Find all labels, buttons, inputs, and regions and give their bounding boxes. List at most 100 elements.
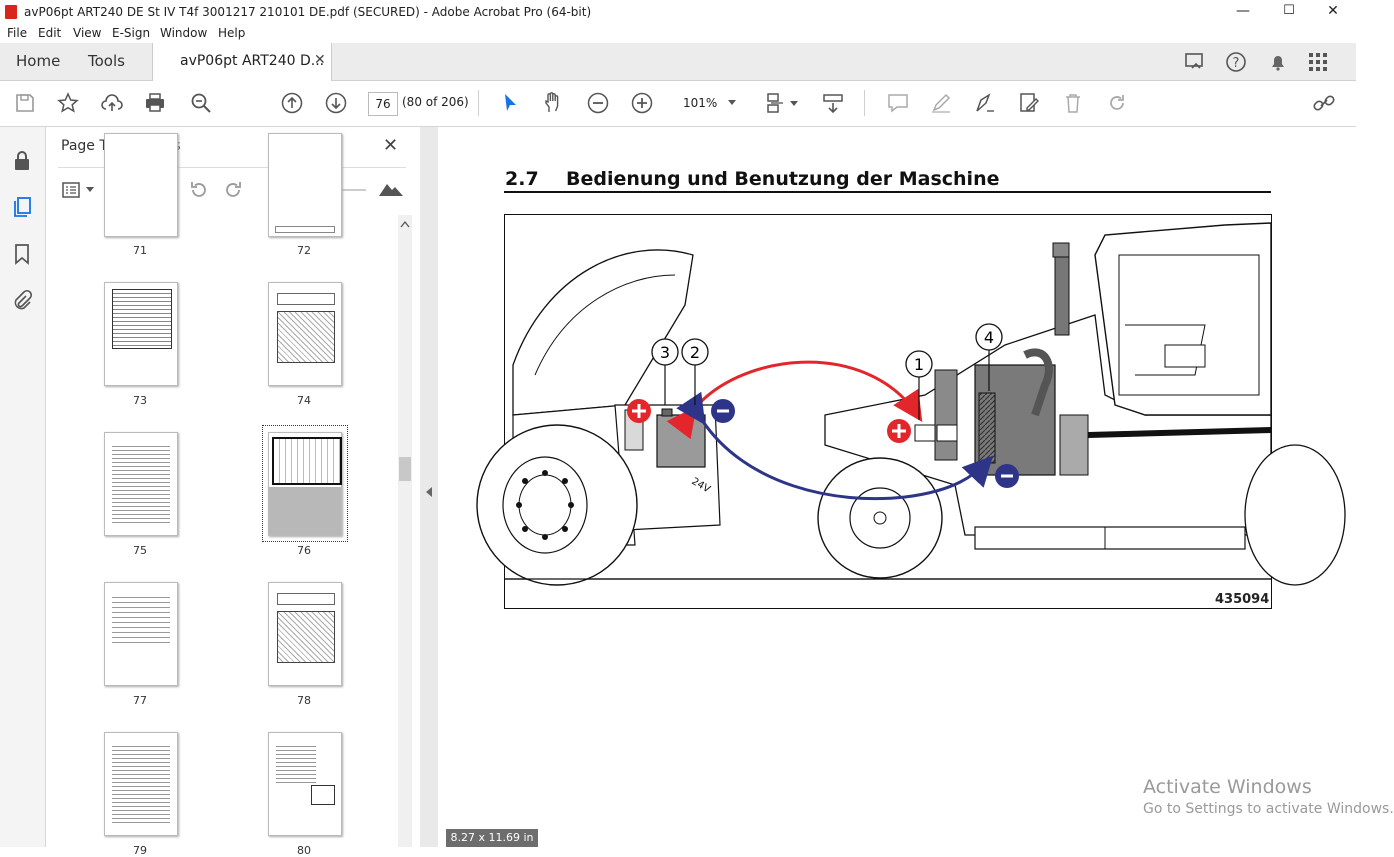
- machine-illustration: 24V: [476, 222, 1346, 586]
- thumbnail-page-74[interactable]: [268, 282, 342, 386]
- attachments-paperclip-icon[interactable]: [10, 288, 34, 312]
- close-tab-icon[interactable]: ✕: [314, 52, 326, 68]
- jump-start-figure: 24V: [476, 214, 1346, 609]
- menu-file[interactable]: File: [7, 26, 28, 40]
- heading-rule: [504, 191, 1271, 193]
- page-thumbnails-panel: Page Thumbnails ✕ 71 72 73 74 75: [46, 127, 421, 857]
- maximize-button[interactable]: ☐: [1283, 3, 1295, 18]
- help-icon[interactable]: ?: [1224, 50, 1248, 74]
- thumbnail-selection: [262, 425, 348, 542]
- highlight-pen-icon[interactable]: [929, 91, 953, 115]
- zoom-in-icon[interactable]: [630, 91, 654, 115]
- positive-terminal-right: [887, 419, 911, 443]
- zoom-level-value: 101%: [683, 96, 718, 110]
- zoom-level-select[interactable]: 101%: [678, 92, 742, 114]
- redo-rotate-icon[interactable]: [1105, 91, 1129, 115]
- scrollbar-thumb[interactable]: [399, 457, 411, 481]
- thumbnail-page-78[interactable]: [268, 582, 342, 686]
- minimize-button[interactable]: —: [1236, 3, 1250, 19]
- share-link-icon[interactable]: [1312, 91, 1336, 115]
- thumbnail-label: 79: [133, 844, 147, 857]
- thumbnail-page-79[interactable]: [104, 732, 178, 836]
- next-page-icon[interactable]: [324, 91, 348, 115]
- thumbnail-page-72[interactable]: [268, 133, 342, 237]
- menu-esign[interactable]: E-Sign: [112, 26, 151, 40]
- thumbnails-scrollbar[interactable]: [398, 215, 412, 847]
- menu-window[interactable]: Window: [160, 26, 208, 40]
- menu-view[interactable]: View: [73, 26, 102, 40]
- thumbnail-label: 73: [133, 394, 147, 407]
- bookmark-star-icon[interactable]: [56, 91, 80, 115]
- thumbnail-label: 76: [297, 544, 311, 557]
- previous-page-icon[interactable]: [280, 91, 304, 115]
- thumbnail-page-77[interactable]: [104, 582, 178, 686]
- page-number-input[interactable]: 76: [368, 92, 398, 116]
- lock-icon[interactable]: [10, 149, 34, 173]
- tab-document[interactable]: avP06pt ART240 D... ✕: [152, 43, 332, 81]
- thumbnail-label: 75: [133, 544, 147, 557]
- left-icon-rail: [0, 127, 46, 847]
- tab-document-label: avP06pt ART240 D...: [180, 53, 325, 69]
- page-display-icon[interactable]: [764, 91, 788, 115]
- bookmarks-icon[interactable]: [10, 242, 34, 266]
- sign-pen-icon[interactable]: [973, 91, 997, 115]
- hand-tool-icon[interactable]: [541, 91, 565, 115]
- tab-home[interactable]: Home: [16, 52, 61, 70]
- svg-text:?: ?: [1233, 56, 1240, 71]
- tab-tools[interactable]: Tools: [88, 52, 125, 70]
- figure-number: 435094: [1215, 592, 1270, 607]
- collapse-arrow-icon[interactable]: [425, 487, 433, 497]
- menu-edit[interactable]: Edit: [38, 26, 62, 40]
- thumbnail-page-76-current[interactable]: [268, 432, 342, 536]
- print-icon[interactable]: [143, 91, 167, 115]
- thumbnail-label: 78: [297, 694, 311, 707]
- apps-grid-icon[interactable]: [1306, 50, 1330, 74]
- menu-bar: File Edit View E-Sign Window Help: [0, 24, 1356, 44]
- pdf-app-icon: [5, 5, 17, 19]
- scroll-mode-icon[interactable]: [821, 91, 845, 115]
- negative-terminal-right: [995, 464, 1019, 488]
- callout-2: 2: [681, 338, 709, 405]
- svg-text:3: 3: [660, 343, 670, 362]
- callout-4: 4: [975, 323, 1003, 391]
- comment-icon[interactable]: [886, 91, 910, 115]
- notifications-bell-icon[interactable]: [1266, 50, 1290, 74]
- svg-text:1: 1: [914, 355, 924, 374]
- large-thumbnails-icon[interactable]: [379, 182, 403, 196]
- section-title: Bedienung und Benutzung der Maschine: [566, 168, 1000, 190]
- thumbnail-size-slider[interactable]: [326, 189, 366, 191]
- close-window-button[interactable]: ✕: [1327, 3, 1339, 19]
- zoom-out-icon[interactable]: [586, 91, 610, 115]
- callout-3: 3: [651, 338, 679, 405]
- zoom-search-icon[interactable]: [189, 91, 213, 115]
- menu-help[interactable]: Help: [218, 26, 246, 40]
- page-thumbnails-icon[interactable]: [10, 195, 34, 219]
- section-number: 2.7: [505, 168, 539, 190]
- share-screen-icon[interactable]: [1183, 50, 1207, 74]
- edit-pdf-icon[interactable]: [1017, 91, 1041, 115]
- page-display-chevron-icon[interactable]: [790, 101, 798, 107]
- save-icon[interactable]: [13, 91, 37, 115]
- title-bar: avP06pt ART240 DE St IV T4f 3001217 2101…: [0, 0, 1356, 24]
- scroll-up-icon[interactable]: [400, 220, 410, 228]
- activation-watermark-title: Activate Windows: [1143, 776, 1312, 798]
- thumbnail-page-71[interactable]: [104, 133, 178, 237]
- options-chevron-icon[interactable]: [86, 187, 94, 193]
- thumbnail-label: 77: [133, 694, 147, 707]
- thumbnail-page-73[interactable]: [104, 282, 178, 386]
- thumbnail-page-80[interactable]: [268, 732, 342, 836]
- close-panel-icon[interactable]: ✕: [383, 135, 399, 156]
- svg-text:2: 2: [690, 343, 700, 362]
- select-cursor-icon[interactable]: [498, 91, 522, 115]
- thumbnail-options-icon[interactable]: [61, 179, 83, 201]
- rotate-left-icon[interactable]: [188, 179, 210, 201]
- delete-trash-icon[interactable]: [1061, 91, 1085, 115]
- rotate-right-icon[interactable]: [222, 179, 244, 201]
- callout-1: 1: [905, 350, 933, 420]
- panel-collapse-strip[interactable]: [420, 127, 438, 847]
- thumbnail-label: 74: [297, 394, 311, 407]
- thumbnail-page-75[interactable]: [104, 432, 178, 536]
- upload-cloud-icon[interactable]: [100, 91, 124, 115]
- thumbnail-label: 80: [297, 844, 311, 857]
- thumbnail-label: 72: [297, 244, 311, 257]
